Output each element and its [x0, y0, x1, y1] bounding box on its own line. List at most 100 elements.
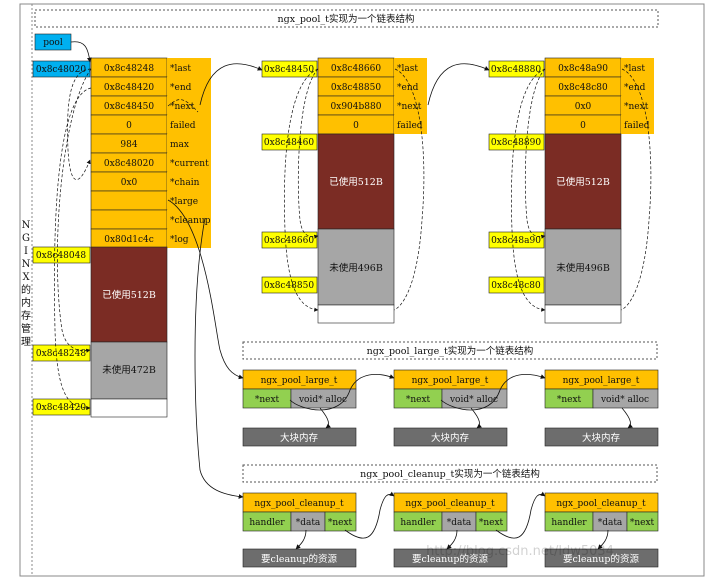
cleanup-node-next: *next	[479, 518, 504, 528]
pool2-field-bg-3	[394, 115, 427, 134]
pool1-address-0-text: 0x8c48020	[36, 65, 86, 75]
pool1-field-name: *log	[170, 235, 189, 245]
pool1-field-bg-0	[167, 58, 211, 77]
pool2-address-2-text: 0x8c48660	[264, 236, 314, 246]
side-label-char: N	[22, 220, 31, 231]
dashed-connectors	[54, 68, 652, 411]
cleanup-node-next-box	[475, 511, 508, 532]
pool2-unused-block	[317, 228, 395, 306]
pool2-address-0-text: 0x8c48450	[264, 65, 314, 75]
large-node-title: ngx_pool_large_t	[412, 376, 489, 386]
pool-2: 0x8c48450 0x8c48460 0x8c48660 0x8c48850 …	[261, 57, 427, 324]
pool3-used-label: 已使用512B	[556, 176, 610, 188]
pool2-unused-label: 未使用496B	[329, 262, 383, 274]
pool1-field-name: *cleanup	[170, 216, 211, 226]
pool1-field-bg-6	[167, 172, 211, 191]
pool2-end-block	[317, 304, 395, 324]
pool1-last-dash	[57, 68, 92, 353]
pool1-cleanup-arrow	[194, 217, 244, 499]
large-node-alloc: void* alloc	[600, 395, 649, 405]
pool1-cell-value: 0x8c48020	[104, 159, 154, 169]
large-node-title: ngx_pool_large_t	[563, 376, 640, 386]
large-chain-banner-text: ngx_pool_large_t实现为一个链表结构	[367, 345, 534, 357]
pool1-used-block	[90, 246, 168, 343]
side-label-char: 存	[21, 309, 31, 322]
pool2-field-bg-0	[394, 58, 427, 77]
pool1-cell-value: 0x8c48450	[104, 102, 154, 112]
pool1-field-name: failed	[170, 121, 196, 131]
large-memory-label: 大块内存	[431, 432, 470, 444]
cleanup-next-arrow-2	[495, 491, 546, 539]
cleanup-node-handler: handler	[400, 518, 436, 528]
pool3-address-2-text: 0x8c48a90	[491, 236, 541, 246]
side-label-char: I	[24, 246, 28, 257]
cleanup-data-arrow-1	[295, 529, 307, 550]
pool2-address-3-text: 0x8c48850	[264, 281, 314, 291]
pool2-field-name: *next	[397, 102, 422, 112]
pool2-address-1-text: 0x8c48460	[264, 138, 314, 148]
cleanup-node-next-box	[626, 511, 659, 532]
side-label-char: G	[22, 233, 30, 244]
pool1-current-dash	[67, 68, 92, 181]
pool2-next-arrow	[427, 63, 490, 106]
large-memory-block	[242, 427, 357, 447]
pool2-field-name: *last	[397, 64, 418, 74]
pool1-next-dash	[167, 99, 199, 113]
pool3-cell-value: 0x8c48a90	[558, 64, 608, 74]
pool1-cell-8	[90, 209, 168, 230]
pool1-field-name: max	[170, 140, 189, 150]
cleanup-chain-banner	[242, 464, 658, 483]
pool2-field-bg-2	[394, 96, 427, 115]
pool1-next-arrow	[199, 63, 263, 106]
large-node-next: *next	[557, 395, 582, 405]
connectors	[70, 41, 633, 550]
pool3-address-0-text: 0x8c48880	[491, 65, 541, 75]
large-memory-label: 大块内存	[582, 432, 621, 444]
large-next-arrow-1	[289, 374, 395, 411]
large-alloc-arrow-3	[621, 407, 633, 429]
pool-1: 0x8c48020 0x8c48048 0x8c48248 0x8c48420 …	[32, 57, 211, 418]
pool1-field-name: *large	[170, 197, 198, 207]
pool2-end-dash	[284, 68, 319, 312]
pool2-cell-value: 0x8c48660	[331, 64, 381, 74]
pool1-field-bg-8	[167, 210, 211, 229]
pool3-field-name: *end	[624, 83, 646, 93]
pool1-cell-value: 0x8c48248	[104, 64, 154, 74]
pool1-end-block	[90, 398, 168, 418]
watermark: http://blog.csdn.net/ldw5034	[426, 544, 614, 559]
pool1-address-2-text: 0x8c48248	[36, 349, 86, 359]
side-label-char: 理	[21, 336, 31, 348]
pool3-cell-value: 0x8c48c80	[558, 83, 608, 93]
pool3-field-bg-3	[621, 115, 654, 134]
side-label-char: 内	[21, 296, 31, 309]
pool3-field-bg-1	[621, 77, 654, 96]
side-label-box	[19, 3, 33, 577]
pool1-field-bg-7	[167, 191, 211, 210]
cleanup-node-handler: handler	[551, 518, 587, 528]
pool1-end-dash	[54, 87, 92, 411]
pool1-field-name: *current	[170, 159, 209, 169]
cleanup-resource-label: 要cleanup的资源	[412, 553, 488, 565]
pool-pointer-label: pool	[43, 38, 63, 48]
pool-3: 0x8c48880 0x8c48890 0x8c48a90 0x8c48c80 …	[488, 57, 654, 324]
pool3-address-3	[488, 276, 545, 294]
cleanup-node-next: *next	[328, 518, 353, 528]
large-memory-label: 大块内存	[280, 432, 319, 444]
pool2-field-name: *end	[397, 83, 419, 93]
pool3-end-dash	[511, 68, 546, 312]
cleanup-next-arrow-1	[344, 491, 395, 539]
cleanup-resource-label: 要cleanup的资源	[563, 553, 639, 565]
pool-chain-banner	[34, 9, 659, 28]
pool1-cell-value: 984	[120, 140, 137, 150]
pool1-field-bg-3	[167, 115, 211, 134]
large-chain-banner	[242, 341, 658, 360]
pool3-cell-value: 0	[580, 121, 586, 131]
cleanup-node-title: ngx_pool_cleanup_t	[254, 499, 344, 509]
cleanup-node-title: ngx_pool_cleanup_t	[405, 499, 495, 509]
large-node-alloc-box	[441, 388, 508, 409]
cleanup-data-arrow-2	[446, 529, 458, 550]
pool2-field-name: failed	[397, 121, 423, 131]
cleanup-node-data: *data	[447, 518, 472, 528]
large-node-alloc: void* alloc	[298, 395, 347, 405]
